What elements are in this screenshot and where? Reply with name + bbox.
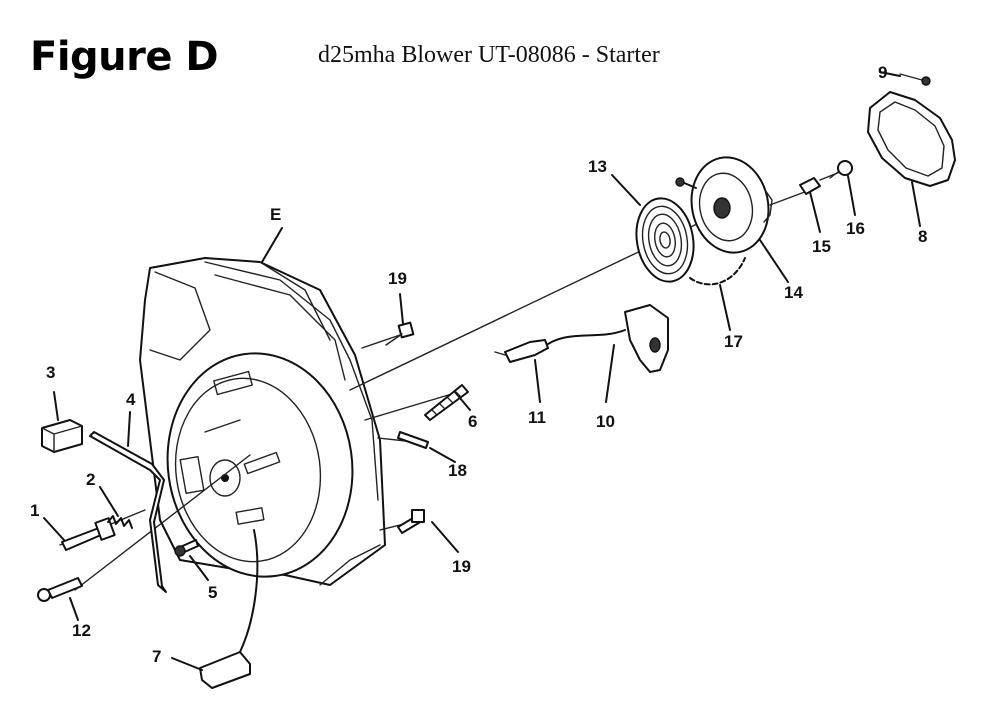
callout-18: 18 — [448, 461, 467, 480]
callout-13: 13 — [588, 157, 607, 176]
part-2-spring — [107, 515, 133, 529]
part-4-bracket-rod — [89, 431, 167, 593]
callout-15: 15 — [812, 237, 831, 256]
callout-3: 3 — [46, 363, 55, 382]
callout-16: 16 — [846, 219, 865, 238]
callout-19-lower: 19 — [452, 557, 471, 576]
callout-1: 1 — [30, 501, 39, 520]
diagram-title: d25mha Blower UT-08086 - Starter — [318, 42, 660, 68]
part-12-pin — [37, 577, 83, 602]
part-16-screw — [829, 160, 853, 179]
leader-lines — [43, 71, 921, 671]
callout-10: 10 — [596, 412, 615, 431]
callout-E: E — [270, 205, 281, 224]
part-10-starter-handle — [547, 304, 669, 373]
part-8-gasket — [867, 91, 956, 187]
part-15-pawl — [799, 177, 821, 195]
callout-2: 2 — [86, 470, 95, 489]
part-19-lower-screw — [397, 509, 425, 534]
part-14-starter-pulley — [675, 156, 773, 254]
callout-19-upper: 19 — [388, 269, 407, 288]
part-19-upper-screw — [385, 321, 415, 346]
callout-14: 14 — [784, 283, 803, 302]
callout-labels: 9 8 16 15 14 13 17 10 11 6 18 19 19 E 3 … — [30, 63, 927, 666]
part-11-rope-insert — [494, 339, 549, 363]
part-5-screw — [174, 539, 199, 557]
callout-7: 7 — [152, 647, 161, 666]
blower-housing — [139, 257, 386, 586]
part-3-block — [41, 419, 83, 453]
callout-11: 11 — [528, 408, 546, 427]
callout-9: 9 — [878, 63, 887, 82]
callout-12: 12 — [72, 621, 91, 640]
part-18-stud — [397, 431, 429, 449]
callout-5: 5 — [208, 583, 217, 602]
part-6-long-screw — [424, 384, 469, 421]
part-9-screw — [899, 73, 931, 86]
callout-8: 8 — [918, 227, 927, 246]
part-1-bolt — [61, 517, 116, 551]
part-7-pad — [199, 651, 251, 689]
callout-17: 17 — [724, 332, 743, 351]
figure-label: Figure D — [30, 34, 219, 80]
callout-6: 6 — [468, 412, 477, 431]
part-17-starter-rope — [689, 257, 746, 286]
callout-4: 4 — [126, 390, 136, 409]
part-13-recoil-spring — [635, 197, 695, 283]
